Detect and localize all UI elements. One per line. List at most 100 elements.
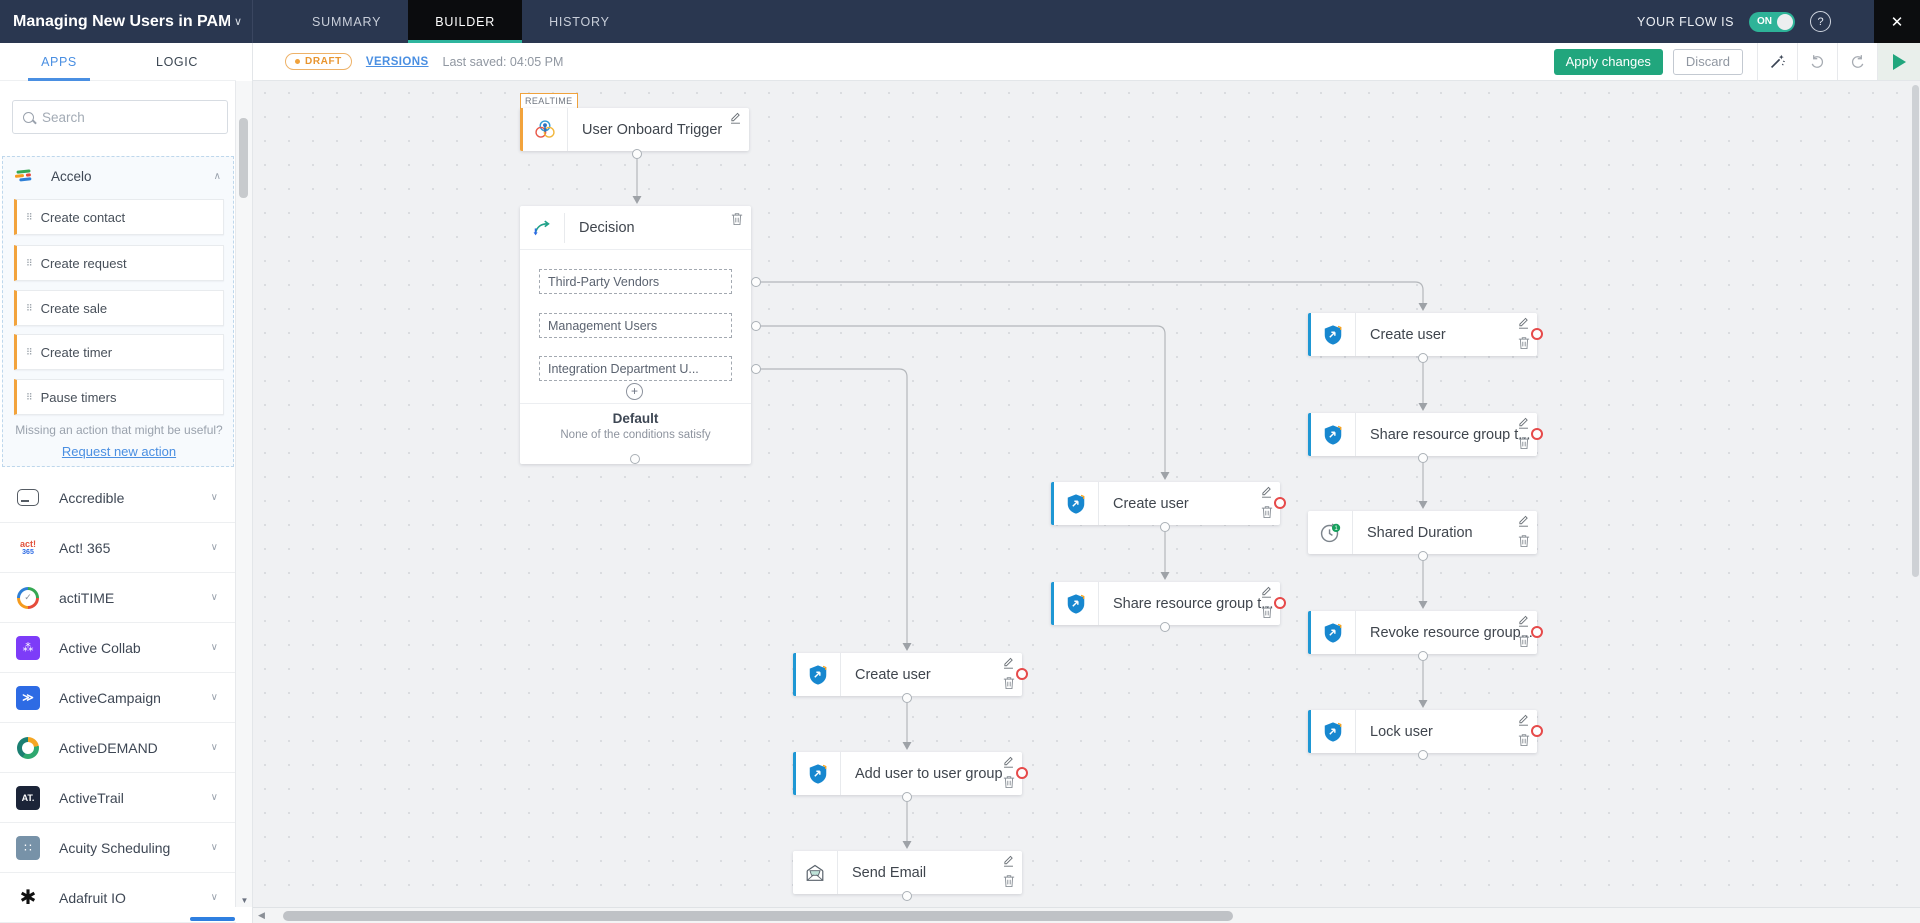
action-create-contact[interactable]: ⠿ Create contact [14,199,224,235]
trigger-node-user-onboard[interactable]: User Onboard Trigger [520,108,749,151]
flow-canvas[interactable]: REALTIME User Onboard Trigger Decision T… [253,81,1920,923]
connector-port[interactable] [632,149,642,159]
drag-handle-icon: ⠿ [26,211,33,222]
magic-wand-icon[interactable] [1757,43,1797,80]
action-create-sale[interactable]: ⠿ Create sale [14,290,224,326]
node-shared-duration[interactable]: 1 Shared Duration [1308,511,1537,554]
error-badge [1531,328,1543,340]
sidebar-scrollbar[interactable]: ▼ [235,81,252,907]
tab-summary[interactable]: SUMMARY [312,14,382,29]
delete-icon[interactable] [1518,733,1530,752]
connector-port[interactable] [751,321,761,331]
connector-port[interactable] [1418,651,1428,661]
app-row-activecampaign[interactable]: ≫ ActiveCampaign ∨ [0,673,236,723]
connector-port[interactable] [902,792,912,802]
test-run-button[interactable] [1877,43,1920,80]
search-input[interactable] [42,109,227,125]
app-row-acuity-scheduling[interactable]: ∷ Acuity Scheduling ∨ [0,823,236,873]
canvas-horizontal-scroll-thumb[interactable] [283,911,1233,921]
flow-on-toggle[interactable]: ON [1749,11,1795,32]
request-new-action-link[interactable]: Request new action [61,444,177,459]
discard-button[interactable]: Discard [1672,48,1743,75]
delete-icon[interactable] [1518,336,1530,355]
edit-icon[interactable] [1517,416,1530,434]
edit-icon[interactable] [1002,755,1015,773]
accelo-logo-icon [14,168,33,184]
delete-icon[interactable] [1261,505,1273,524]
node-lock-user[interactable]: Lock user [1308,710,1543,753]
canvas-vertical-scroll-thumb[interactable] [1912,85,1919,577]
node-add-user-to-user-group[interactable]: Add user to user group [793,752,1028,795]
app-row-active-collab[interactable]: ⁂ Active Collab ∨ [0,623,236,673]
delete-icon[interactable] [1003,676,1015,695]
action-pause-timers[interactable]: ⠿ Pause timers [14,379,224,415]
delete-icon[interactable] [731,212,743,231]
edit-icon[interactable] [1002,656,1015,674]
sidebar-tab-apps[interactable]: APPS [0,43,118,81]
connector-port[interactable] [1418,453,1428,463]
edit-icon[interactable] [1002,854,1015,872]
edit-icon[interactable] [1260,485,1273,503]
connector-port[interactable] [630,454,640,464]
node-share-resource-group[interactable]: Share resource group t... [1308,413,1543,456]
edit-icon[interactable] [1260,585,1273,603]
connector-port[interactable] [1160,622,1170,632]
scroll-left-arrow-icon[interactable]: ◀ [258,910,265,920]
edit-icon[interactable] [1517,614,1530,632]
delete-icon[interactable] [1261,605,1273,624]
canvas-horizontal-scrollbar[interactable]: ◀ [253,907,1920,923]
connector-port[interactable] [751,277,761,287]
connector-port[interactable] [1160,522,1170,532]
connector-port[interactable] [751,364,761,374]
node-send-email[interactable]: Send Email [793,851,1022,894]
apply-changes-button[interactable]: Apply changes [1553,48,1663,75]
connector-port[interactable] [1418,551,1428,561]
node-share-resource-group[interactable]: Share resource group t... [1051,582,1286,625]
versions-link[interactable]: VERSIONS [365,55,429,68]
undo-icon[interactable] [1797,43,1837,80]
redo-icon[interactable] [1837,43,1877,80]
app-row-accredible[interactable]: Accredible ∨ [0,473,236,523]
sidebar-scrollbar-thumb[interactable] [239,118,248,198]
add-branch-button[interactable]: + [626,383,643,400]
node-create-user[interactable]: Create user [1051,482,1286,525]
connector-port[interactable] [902,693,912,703]
delete-icon[interactable] [1003,874,1015,893]
app-row-act365[interactable]: act!365 Act! 365 ∨ [0,523,236,573]
builder-toolbar: DRAFT VERSIONS Last saved: 04:05 PM Appl… [253,43,1920,81]
help-icon[interactable]: ? [1810,11,1831,32]
close-icon[interactable]: ✕ [1874,0,1920,43]
decision-node[interactable]: Decision Third-Party Vendors Management … [520,206,751,464]
edit-icon[interactable] [1517,316,1530,334]
delete-icon[interactable] [1003,775,1015,794]
branch-third-party-vendors[interactable]: Third-Party Vendors [539,269,732,294]
app-section-accelo[interactable]: Accelo ∧ [3,157,233,195]
delete-icon[interactable] [1518,436,1530,455]
sidebar-horizontal-scroll-thumb[interactable] [190,917,235,921]
node-label: Create user [1113,495,1189,512]
tab-history[interactable]: HISTORY [549,14,610,29]
connector-port[interactable] [1418,353,1428,363]
edit-icon[interactable] [1517,713,1530,731]
app-row-activetrail[interactable]: AT. ActiveTrail ∨ [0,773,236,823]
edit-icon[interactable] [1517,514,1530,532]
app-row-activedemand[interactable]: ActiveDEMAND ∨ [0,723,236,773]
sidebar-tab-logic[interactable]: LOGIC [156,54,198,69]
delete-icon[interactable] [1518,534,1530,553]
scroll-down-arrow-icon[interactable]: ▼ [240,896,249,905]
edit-icon[interactable] [729,111,742,129]
node-create-user[interactable]: Create user [793,653,1028,696]
node-create-user[interactable]: Create user [1308,313,1543,356]
action-create-timer[interactable]: ⠿ Create timer [14,334,224,370]
branch-integration-department[interactable]: Integration Department U... [539,356,732,381]
connector-port[interactable] [1418,750,1428,760]
action-create-request[interactable]: ⠿ Create request [14,245,224,281]
tab-builder[interactable]: BUILDER [408,0,523,43]
branch-management-users[interactable]: Management Users [539,313,732,338]
delete-icon[interactable] [1518,634,1530,653]
node-revoke-resource-group[interactable]: Revoke resource group... [1308,611,1543,654]
connector-port[interactable] [902,891,912,901]
flow-title-menu[interactable]: Managing New Users in PAM… ∨ [0,0,253,43]
app-row-adafruit-io[interactable]: ✱ Adafruit IO ∨ [0,873,236,923]
app-row-actitime[interactable]: actiTIME ∨ [0,573,236,623]
